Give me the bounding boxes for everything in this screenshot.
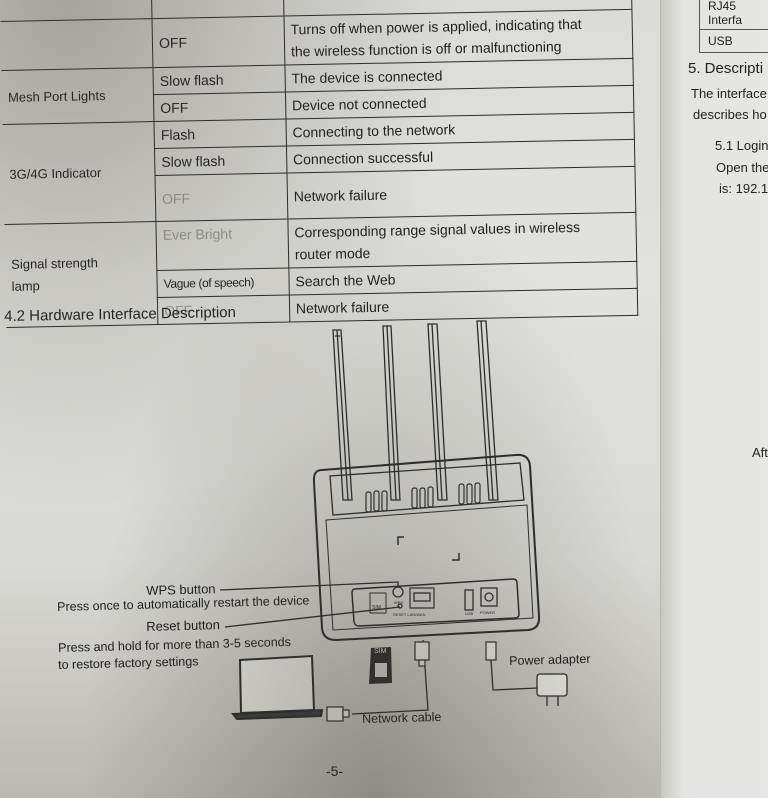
manual-page-right	[660, 0, 768, 798]
port-usb-label: USB	[465, 611, 474, 616]
router-body-icon	[312, 453, 541, 642]
antenna-icon	[476, 320, 499, 501]
sim-card-icon	[369, 647, 392, 684]
sim-slot-label: SIM	[372, 605, 381, 611]
port-reset-lan-label: RESET LAN/WAN	[393, 612, 426, 617]
manual-page-left: OFF Turns off when power is applied, ind…	[0, 0, 680, 798]
body-text: is: 192.1	[719, 181, 768, 196]
reset-button-icon	[397, 603, 403, 609]
network-cable-label: Network cable	[362, 709, 442, 726]
antenna-icon	[332, 329, 353, 501]
power-plug-icon	[485, 641, 497, 661]
section-5-heading: 5. Descripti	[688, 60, 764, 77]
laptop-icon	[230, 654, 324, 721]
power-adapter-label: Power adapter	[509, 651, 591, 668]
lan-port-icon	[409, 587, 435, 609]
body-text: The interface	[691, 86, 767, 101]
port-power-label: POWER	[480, 610, 496, 615]
interface-table: RJ45 Interfa USB	[699, 0, 768, 53]
router-diagram	[219, 320, 568, 722]
network-cable-plug-icon	[414, 641, 430, 667]
power-port-icon	[480, 587, 498, 607]
antenna-icon	[427, 323, 448, 501]
antenna-icon	[382, 325, 401, 501]
port-panel-icon	[351, 578, 520, 627]
reset-button-label: Reset button	[146, 617, 221, 634]
body-text: Open the	[716, 160, 768, 175]
body-text: describes ho	[693, 107, 767, 122]
network-cable-plug-icon	[326, 706, 350, 722]
sim-slot-icon	[369, 592, 387, 614]
power-adapter-icon	[536, 673, 568, 706]
wps-button-icon	[392, 586, 404, 598]
table-row: USB	[699, 29, 768, 53]
table-row: RJ45 Interfa	[699, 0, 768, 30]
subheading-login: 5.1 Login	[715, 138, 768, 153]
page-number: -5-	[326, 763, 344, 779]
port-wps-label: WPS	[394, 600, 404, 605]
usb-port-icon	[464, 589, 474, 611]
sim-card-label: SIM	[374, 648, 387, 655]
body-text: Aft	[752, 445, 768, 460]
